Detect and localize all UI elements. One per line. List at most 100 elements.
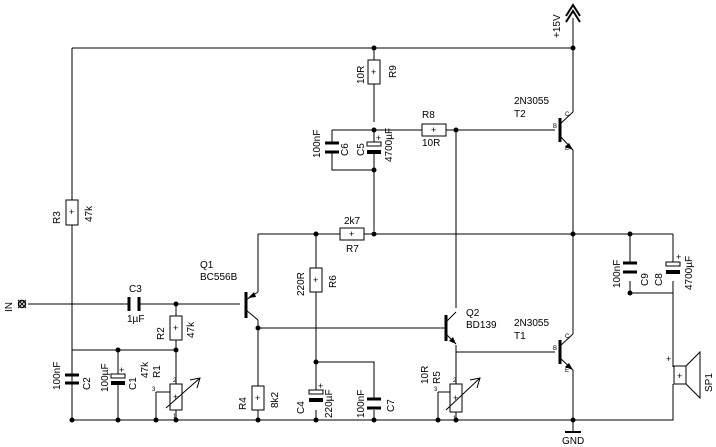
r4-value: 8k2 [270, 391, 281, 408]
resistor-r4: + [251, 385, 265, 411]
resistor-r2: + [169, 315, 183, 341]
t1-pin-e: E [565, 368, 569, 374]
resistor-plus: + [371, 67, 376, 77]
t2-pin-e: E [565, 146, 569, 152]
t1-value: 2N3055 [514, 318, 549, 329]
capacitor-plus: + [376, 133, 381, 143]
r1-pin-3: 3 [152, 387, 156, 393]
q1-value: BC556B [200, 272, 238, 283]
resistor-plus: + [173, 323, 178, 333]
r5-ref: R5 [432, 371, 443, 384]
q1-ref: Q1 [200, 260, 214, 271]
r1-pin-1: 1 [173, 414, 177, 420]
resistor-r6: + [309, 267, 323, 293]
r5-pin-1: 1 [453, 416, 457, 422]
capacitor-c5: + [366, 133, 382, 154]
r6-ref: R6 [328, 275, 339, 288]
capacitor-c4: + [308, 381, 324, 402]
resistor-r7: + [339, 227, 365, 241]
r1-value: 47k [140, 361, 151, 378]
resistor-plus: + [313, 275, 318, 285]
r5-value: 10R [420, 366, 431, 384]
c3-ref: C3 [129, 284, 142, 295]
resistor-r8: + [421, 123, 447, 137]
c2-ref: C2 [82, 377, 93, 390]
t1-pin-c: C [565, 334, 570, 340]
r5-pin-3: 3 [434, 387, 438, 393]
supply-arrow-icon [565, 3, 581, 23]
capacitor-plus: + [119, 365, 124, 375]
r4-ref: R4 [238, 397, 249, 410]
speaker-icon: + + [666, 350, 701, 400]
potentiometer-r1: + [156, 377, 201, 411]
r5-pin-2: 2 [453, 378, 457, 384]
transistor-q1 [244, 291, 259, 321]
capacitor-c7 [367, 397, 381, 410]
c9-value: 100nF [612, 260, 623, 288]
capacitor-c6 [325, 141, 339, 154]
capacitor-plus: + [676, 252, 681, 262]
c5-ref: C5 [356, 143, 367, 156]
potentiometer-r5: + [438, 377, 481, 413]
t1-pin-b: B [553, 346, 557, 352]
r7-ref: R7 [346, 244, 359, 255]
t2-pin-c: C [565, 112, 570, 118]
resistor-r9: + [367, 59, 381, 85]
c6-ref: C6 [340, 143, 351, 156]
resistor-plus: + [453, 393, 458, 403]
c7-ref: C7 [386, 399, 397, 412]
transistor-q2 [444, 311, 457, 345]
r3-ref: R3 [52, 211, 63, 224]
capacitor-plus: + [318, 381, 323, 391]
supply-label: +15V [552, 14, 563, 38]
resistor-plus: + [349, 229, 354, 239]
resistor-plus: + [255, 393, 260, 403]
r7-value: 2k7 [344, 216, 361, 227]
c7-value: 100nF [356, 390, 367, 418]
c4-ref: C4 [296, 401, 307, 414]
junction-dots [69, 45, 633, 423]
r8-value: 10R [422, 138, 440, 149]
c1-ref: C1 [128, 377, 139, 390]
r2-value: 47k [186, 321, 197, 338]
c5-value: 4700µF [384, 128, 395, 162]
t1-ref: T1 [514, 331, 526, 342]
speaker-plus: + [677, 371, 682, 381]
c6-value: 100nF [312, 130, 323, 158]
transistor-t2 [558, 111, 574, 151]
r9-value: 10R [356, 66, 367, 84]
input-label: IN [4, 302, 15, 312]
capacitor-c8: + [665, 252, 681, 274]
r1-ref: R1 [152, 365, 163, 378]
ground-label: GND [562, 436, 584, 447]
c3-value: 1µF [127, 314, 144, 325]
transistor-t1 [558, 333, 574, 371]
q2-value: BD139 [466, 320, 497, 331]
c1-value: 100µF [100, 363, 111, 392]
c8-ref: C8 [654, 273, 665, 286]
r8-ref: R8 [422, 110, 435, 121]
capacitor-c1: + [110, 365, 126, 385]
c4-value: 220µF [324, 389, 335, 418]
r6-value: 220R [296, 272, 307, 296]
capacitor-c3 [127, 297, 141, 311]
r1-pin-2: 2 [173, 378, 177, 384]
c2-value: 100nF [52, 362, 63, 390]
resistor-plus: + [431, 125, 436, 135]
resistor-plus: + [173, 392, 178, 402]
resistor-plus: + [69, 207, 74, 217]
r3-value: 47k [84, 205, 95, 222]
input-terminal-icon [17, 299, 27, 309]
r2-ref: R2 [156, 327, 167, 340]
t2-pin-b: B [553, 124, 557, 130]
resistor-r3: + [65, 199, 79, 226]
c9-ref: C9 [640, 273, 651, 286]
capacitor-c2 [65, 373, 79, 385]
r9-ref: R9 [388, 65, 399, 78]
t2-value: 2N3055 [514, 96, 549, 107]
sp1-ref: SP1 [704, 373, 715, 392]
t2-ref: T2 [514, 109, 526, 120]
capacitor-c9 [623, 261, 637, 274]
c8-value: 4700µF [684, 256, 695, 290]
